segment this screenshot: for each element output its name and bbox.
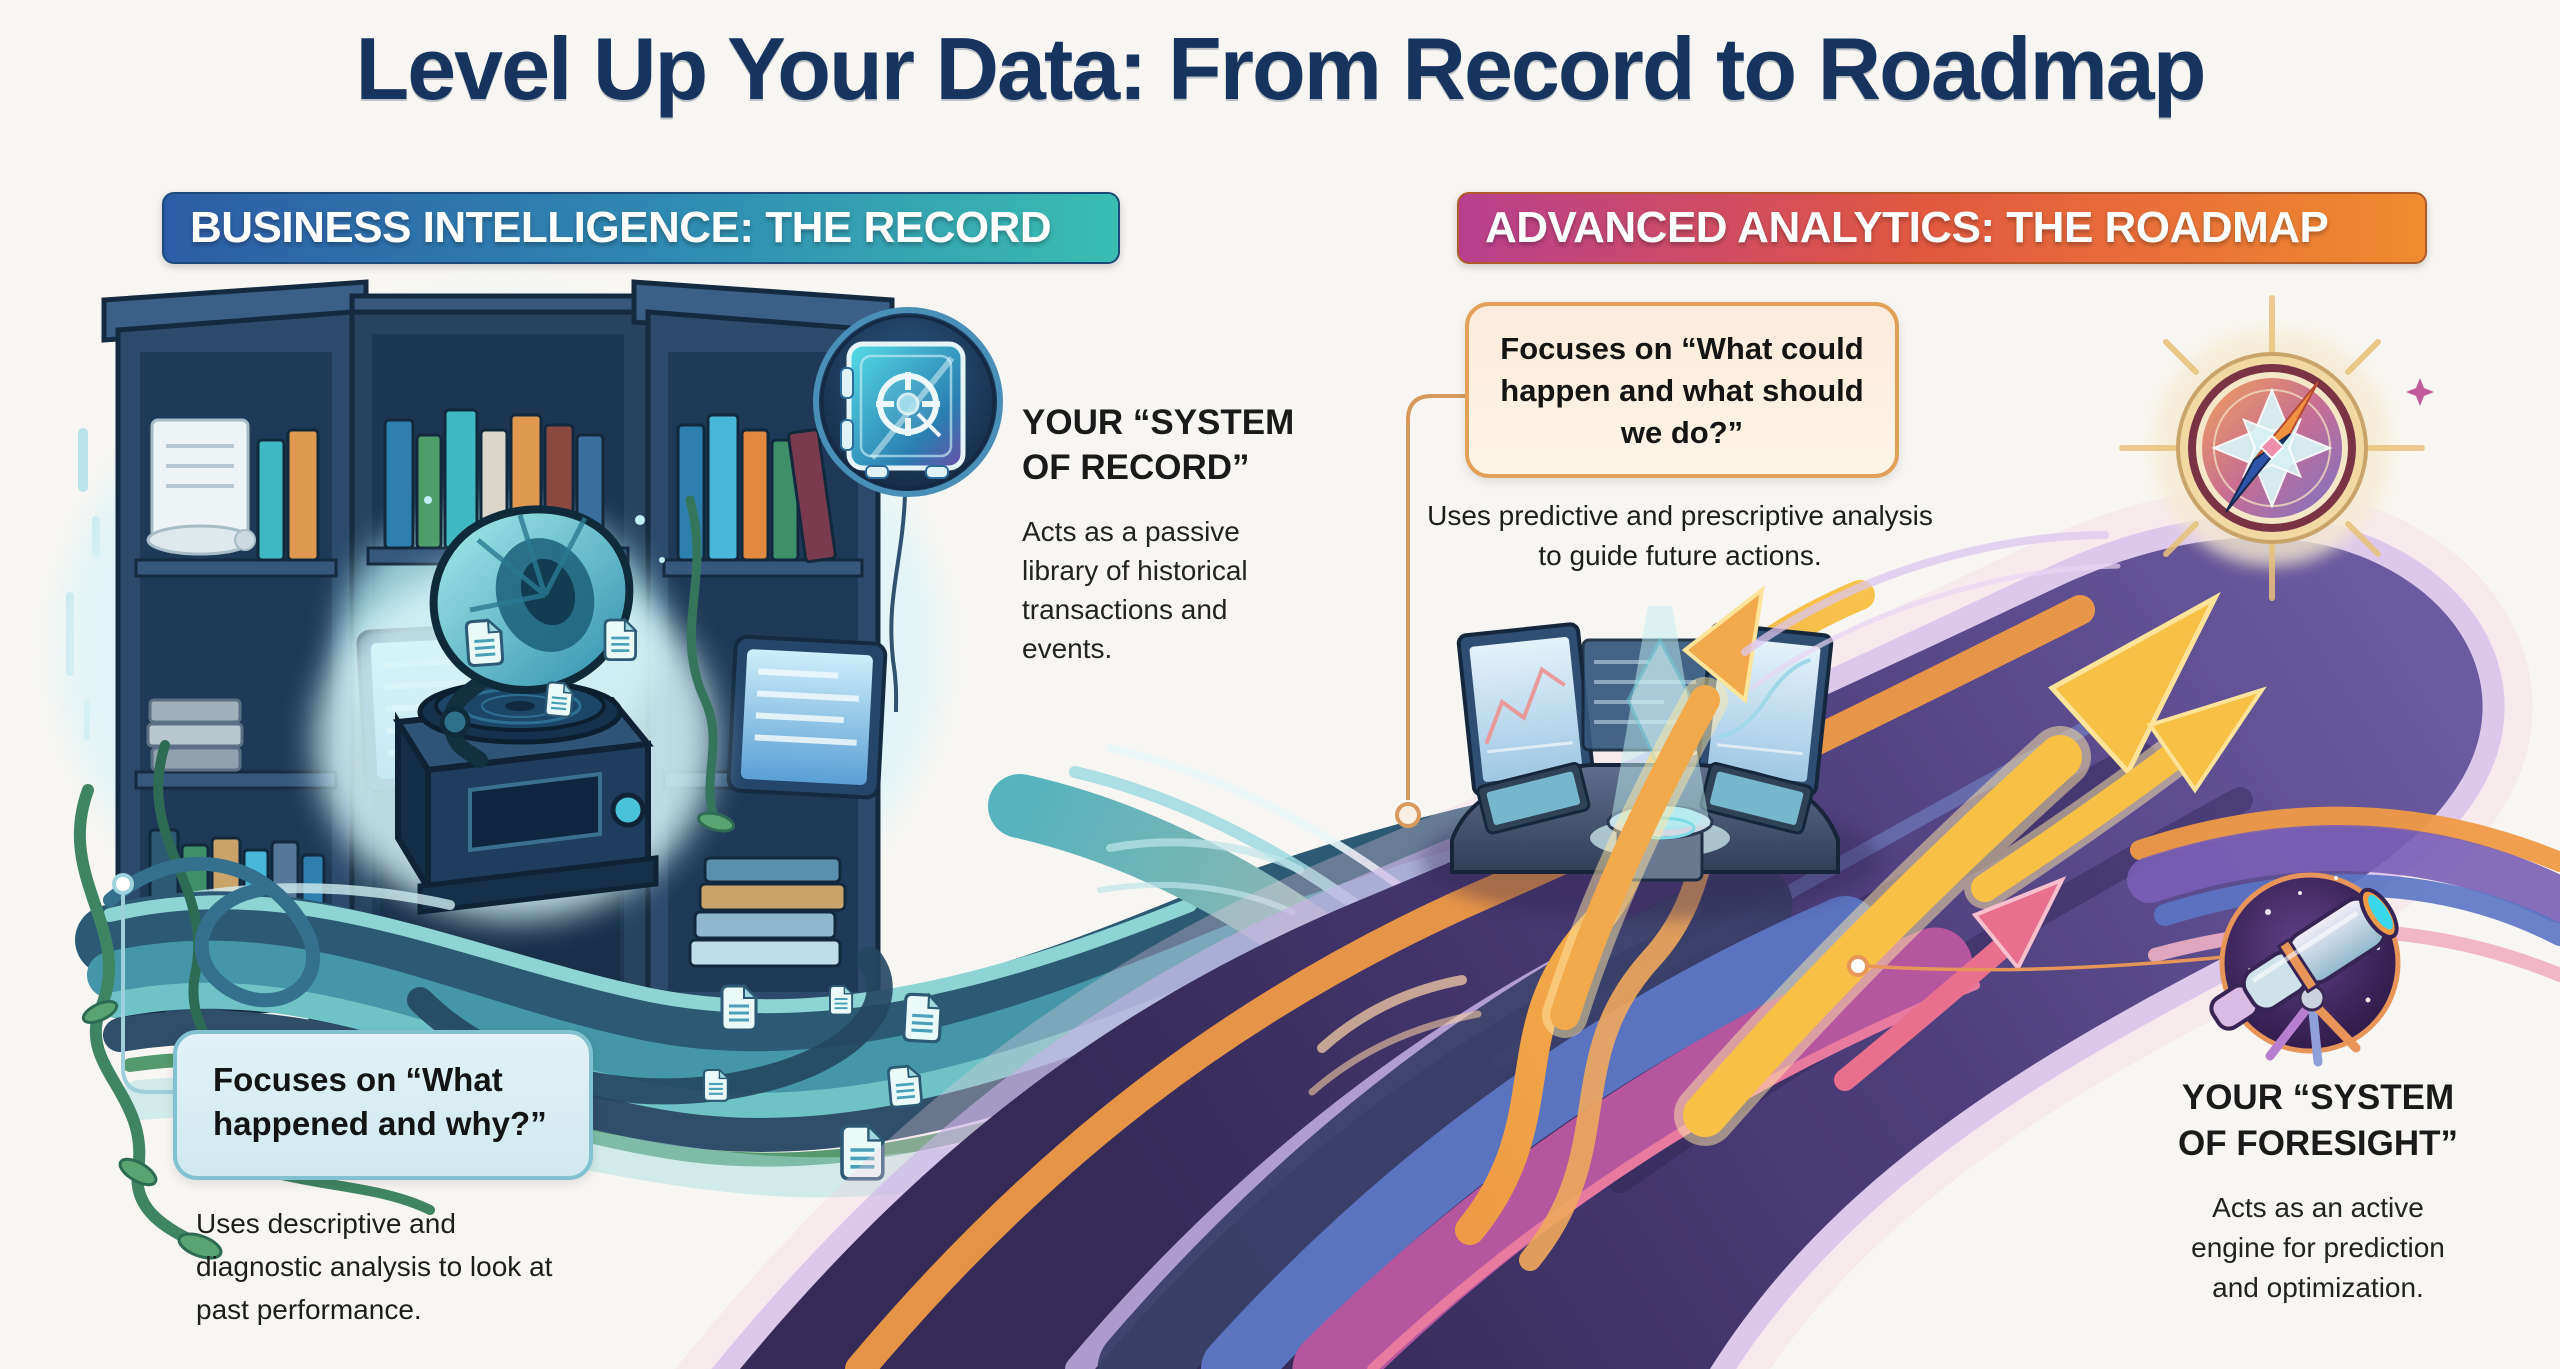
roadmap-arrows bbox=[1308, 531, 2267, 1146]
page-title: Level Up Your Data: From Record to Roadm… bbox=[355, 19, 2206, 118]
document-icon bbox=[702, 1068, 729, 1102]
banner-business-intelligence: BUSINESS INTELLIGENCE: THE RECORD bbox=[162, 192, 1120, 264]
tablet-icon bbox=[726, 634, 888, 800]
system-of-record-heading: YOUR “SYSTEM OF RECORD” bbox=[1022, 403, 1295, 487]
document-icon bbox=[902, 992, 944, 1044]
callout-what-could-happen: Focuses on “What could happen and what s… bbox=[1465, 302, 1899, 478]
book-stack bbox=[146, 698, 244, 772]
scroll-icon bbox=[146, 418, 256, 556]
sparkle-icon bbox=[2406, 378, 2434, 406]
callout-what-happened: Focuses on “What happened and why?” bbox=[173, 1030, 593, 1180]
telescope-tripod bbox=[2265, 984, 2361, 1067]
compass-icon bbox=[2119, 295, 2434, 601]
system-of-record-body: Acts as a passive library of historical … bbox=[1022, 516, 1248, 664]
banner-advanced-analytics: ADVANCED ANALYTICS: THE ROADMAP bbox=[1457, 192, 2427, 264]
telescope-icon bbox=[2209, 872, 2401, 1067]
gramophone-icon bbox=[315, 496, 715, 920]
document-icon bbox=[603, 618, 637, 661]
system-of-foresight-heading: YOUR “SYSTEM OF FORESIGHT” bbox=[2178, 1078, 2458, 1163]
callout-what-could-happen-body: Uses predictive and prescriptive analysi… bbox=[1427, 500, 1933, 571]
document-icon bbox=[720, 984, 758, 1032]
vault-safe-icon bbox=[813, 307, 1003, 497]
connectors bbox=[112, 394, 2225, 1094]
document-icon bbox=[829, 985, 854, 1016]
callout-what-happened-body: Uses descriptive and diagnostic analysis… bbox=[196, 1208, 553, 1325]
system-of-foresight-body: Acts as an active engine for prediction … bbox=[2191, 1192, 2445, 1303]
